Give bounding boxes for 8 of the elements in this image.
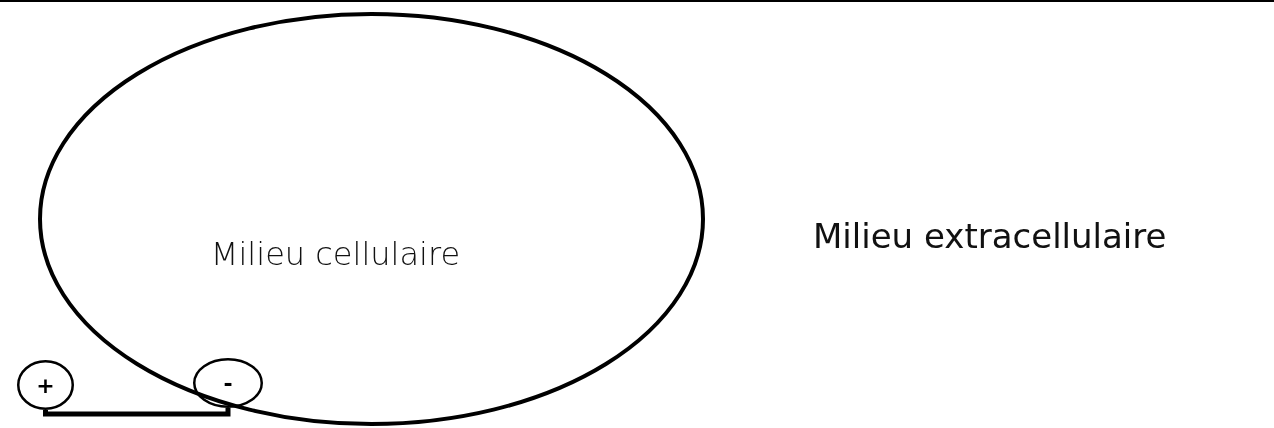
charge-sign: - bbox=[223, 370, 233, 396]
cell-ellipse bbox=[38, 12, 705, 426]
bracket-connector bbox=[43, 408, 231, 417]
region-label: Milieu cellulaire bbox=[210, 235, 461, 273]
positive-charge-circle bbox=[17, 360, 74, 410]
negative-charge-circle bbox=[193, 358, 263, 408]
region-label: Milieu extracellulaire bbox=[813, 216, 1167, 256]
charge-sign: + bbox=[36, 372, 55, 398]
